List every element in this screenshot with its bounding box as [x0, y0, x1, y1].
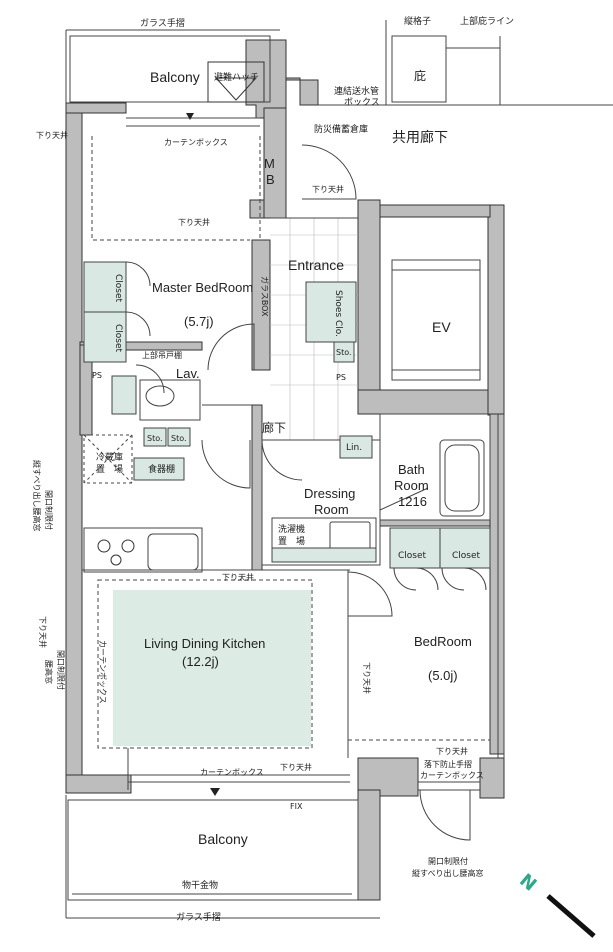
side-window-label-3: 開口制限付	[56, 650, 66, 690]
lowered-ceiling-label-7: 下り天井	[436, 746, 468, 756]
escape-hatch-label: 避難ハッチ	[214, 71, 259, 83]
mb-label-m: M	[264, 156, 275, 171]
storage-fills	[83, 261, 491, 569]
bath-label-3: 1216	[398, 494, 427, 509]
closet-label-4: Closet	[452, 551, 481, 561]
bedroom-size: (5.0j)	[428, 668, 458, 683]
ev-label: EV	[432, 319, 451, 335]
standpipe-label-2: ボックス	[344, 97, 380, 108]
room-labels: ガラス手摺 縦格子 上部庇ライン 庇 Balcony 避難ハッチ 連結送水管 ボ…	[32, 15, 514, 923]
eaves-label: 庇	[414, 68, 426, 83]
lowered-ceiling-label-5: 下り天井	[222, 572, 254, 582]
closet-label-1: Closet	[113, 274, 123, 303]
north-arrow-icon: N	[515, 870, 596, 938]
lowered-ceiling-label-1: 下り天井	[36, 130, 68, 140]
washer-label-2: 置 場	[278, 535, 305, 547]
stove-icon	[97, 539, 135, 566]
entrance-label: Entrance	[288, 257, 344, 273]
lin-label: Lin.	[346, 443, 362, 453]
sto-label-2: Sto.	[147, 434, 163, 443]
lowered-ceiling-label-6: 下り天井	[362, 662, 372, 694]
bath-label-1: Bath	[398, 462, 425, 477]
side-window-label-4: 腰高窓	[44, 660, 54, 684]
disaster-storage-label: 防災備蓄倉庫	[314, 123, 368, 135]
balcony-top-label: Balcony	[150, 69, 200, 85]
fridge-label-2: 置 場	[96, 463, 123, 475]
bottom-window-label-2: 縦すべり出し腰高窓	[412, 868, 483, 878]
curtain-box-ldk-bottom-label: カーテンボックス	[200, 768, 264, 777]
side-window-label-1: 縦すべり出し腰高窓	[32, 460, 42, 531]
glass-box-label: ガラスBOX	[260, 276, 270, 317]
upper-cabinet-label: 上部吊戸棚	[142, 350, 182, 360]
shoes-closet-label: Shoes Clo.	[333, 290, 343, 337]
drying-hardware-label: 物干金物	[182, 879, 218, 891]
lowered-ceiling-label-3: 下り天井	[312, 184, 344, 194]
lowered-ceiling-label-8: 下り天井	[280, 762, 312, 772]
bottom-window-label-1: 開口制限付	[428, 856, 468, 866]
dressing-label-1: Dressing	[304, 486, 355, 501]
ps-label-1: PS	[92, 371, 102, 380]
fridge-label-1: 冷蔵庫	[96, 451, 123, 463]
side-window-label-2: 開口制限付	[44, 490, 54, 530]
lattice-label: 縦格子	[404, 15, 431, 27]
upper-eaves-label: 上部庇ライン	[460, 15, 514, 27]
ldk-floor	[113, 590, 311, 746]
escape-hatch	[207, 61, 265, 103]
closet-label-3: Closet	[398, 551, 427, 561]
ldk-size: (12.2j)	[182, 654, 219, 669]
bedroom-label: BedRoom	[414, 634, 472, 649]
lowered-ceiling-label-2: 下り天井	[178, 217, 210, 227]
lav-label: Lav.	[176, 366, 200, 381]
dish-cabinet-label: 食器棚	[148, 463, 175, 475]
ps-label-2: PS	[336, 373, 346, 382]
standpipe-label-1: 連結送水管	[334, 85, 379, 97]
ldk-label: Living Dining Kitchen	[144, 636, 265, 651]
svg-text:N: N	[515, 870, 540, 896]
interior-lines	[65, 20, 613, 919]
washer-label-1: 洗濯機	[278, 523, 305, 535]
master-bedroom-size: (5.7j)	[184, 314, 214, 329]
door-swings	[125, 144, 487, 841]
sto-label-3: Sto.	[171, 434, 187, 443]
curtain-box-bedroom-label: カーテンボックス	[420, 771, 484, 780]
dressing-label-2: Room	[314, 502, 349, 517]
mb-label-b: B	[266, 172, 275, 187]
window-marks	[186, 113, 220, 796]
lowered-ceiling-label-4: 下り天井	[38, 616, 48, 648]
bath-label-2: Room	[394, 478, 429, 493]
hallway-label: 廊下	[262, 420, 286, 435]
fix-label: FIX	[290, 802, 303, 811]
master-bedroom-label: Master BedRoom	[152, 280, 253, 295]
common-corridor-label: 共用廊下	[392, 129, 448, 145]
curtain-box-ldk-label: カーテンボックス	[98, 640, 107, 704]
glass-rail-top-label: ガラス手摺	[140, 17, 185, 29]
fall-rail-label: 落下防止手摺	[424, 759, 472, 769]
balcony-bottom-label: Balcony	[198, 831, 248, 847]
sto-label-1: Sto.	[336, 348, 352, 357]
curtain-box-top-label: カーテンボックス	[164, 138, 228, 147]
glass-rail-bottom-label: ガラス手摺	[176, 911, 221, 923]
closet-label-2: Closet	[113, 324, 123, 353]
